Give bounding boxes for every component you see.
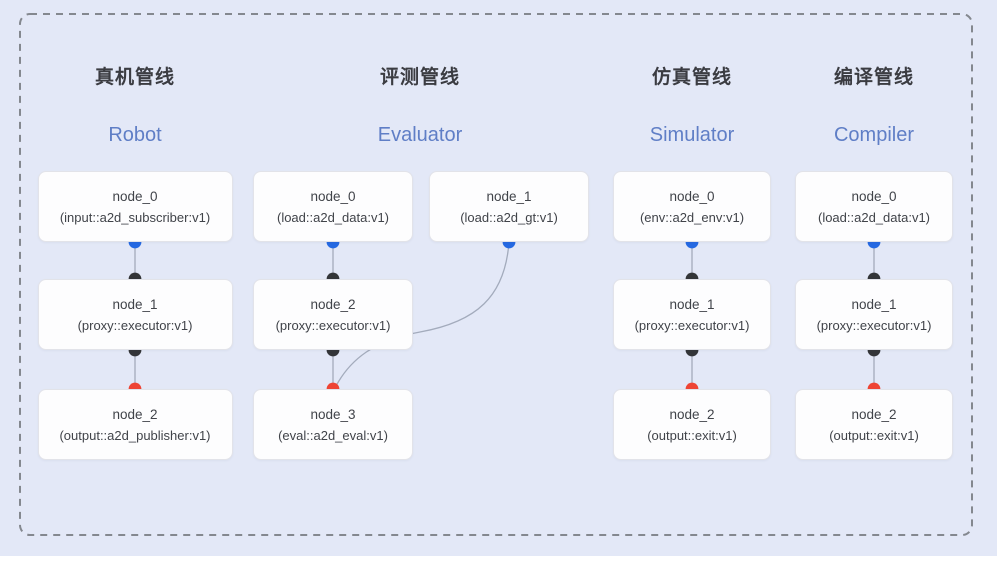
node-name: node_3	[310, 406, 356, 422]
node-type: (proxy::executor:v1)	[816, 317, 932, 333]
pipeline-title-en-compiler: Compiler	[833, 124, 915, 146]
node-name: node_2	[310, 296, 356, 312]
pipeline-title-en-robot: Robot	[108, 124, 162, 146]
node-name: node_1	[851, 296, 897, 312]
node-box-robot-node_0: node_0(input::a2d_subscriber:v1)	[37, 171, 233, 242]
node-name: node_1	[112, 296, 158, 312]
node-type: (load::a2d_data:v1)	[817, 209, 931, 225]
node-name: node_0	[310, 188, 356, 204]
pipeline-title-zh-simulator: 仿真管线	[651, 67, 733, 88]
node-name: node_1	[486, 188, 532, 204]
pipeline-title-en-simulator: Simulator	[649, 124, 735, 146]
node-box-evaluator-node_1: node_1(load::a2d_gt:v1)	[429, 171, 589, 242]
pipeline-title-en-evaluator: Evaluator	[377, 124, 463, 146]
node-type: (eval::a2d_eval:v1)	[278, 427, 388, 443]
node-box-evaluator-node_3: node_3(eval::a2d_eval:v1)	[253, 389, 413, 460]
node-name: node_2	[851, 406, 897, 422]
node-type: (load::a2d_gt:v1)	[460, 209, 558, 225]
node-box-robot-node_2: node_2(output::a2d_publisher:v1)	[37, 389, 233, 460]
node-name: node_2	[112, 406, 158, 422]
node-type: (output::a2d_publisher:v1)	[59, 427, 211, 443]
node-name: node_2	[669, 406, 715, 422]
bottom-strip	[0, 556, 997, 563]
node-box-simulator-node_2: node_2(output::exit:v1)	[613, 389, 771, 460]
node-box-evaluator-node_2: node_2(proxy::executor:v1)	[253, 279, 413, 350]
pipeline-title-zh-robot: 真机管线	[94, 67, 176, 88]
node-box-robot-node_1: node_1(proxy::executor:v1)	[37, 279, 233, 350]
pipeline-title-zh-compiler: 编译管线	[833, 67, 915, 88]
node-name: node_0	[851, 188, 897, 204]
node-type: (proxy::executor:v1)	[77, 317, 193, 333]
node-type: (env::a2d_env:v1)	[639, 209, 745, 225]
node-type: (proxy::executor:v1)	[275, 317, 391, 333]
node-box-simulator-node_0: node_0(env::a2d_env:v1)	[613, 171, 771, 242]
node-name: node_0	[669, 188, 715, 204]
node-type: (load::a2d_data:v1)	[276, 209, 390, 225]
node-type: (output::exit:v1)	[829, 427, 919, 443]
node-box-compiler-node_1: node_1(proxy::executor:v1)	[795, 279, 953, 350]
node-box-compiler-node_2: node_2(output::exit:v1)	[795, 389, 953, 460]
node-type: (proxy::executor:v1)	[634, 317, 750, 333]
node-box-simulator-node_1: node_1(proxy::executor:v1)	[613, 279, 771, 350]
node-type: (input::a2d_subscriber:v1)	[59, 209, 211, 225]
node-box-evaluator-node_0: node_0(load::a2d_data:v1)	[253, 171, 413, 242]
node-type: (output::exit:v1)	[647, 427, 737, 443]
node-name: node_1	[669, 296, 715, 312]
node-name: node_0	[112, 188, 158, 204]
pipeline-title-zh-evaluator: 评测管线	[379, 67, 461, 88]
node-box-compiler-node_0: node_0(load::a2d_data:v1)	[795, 171, 953, 242]
